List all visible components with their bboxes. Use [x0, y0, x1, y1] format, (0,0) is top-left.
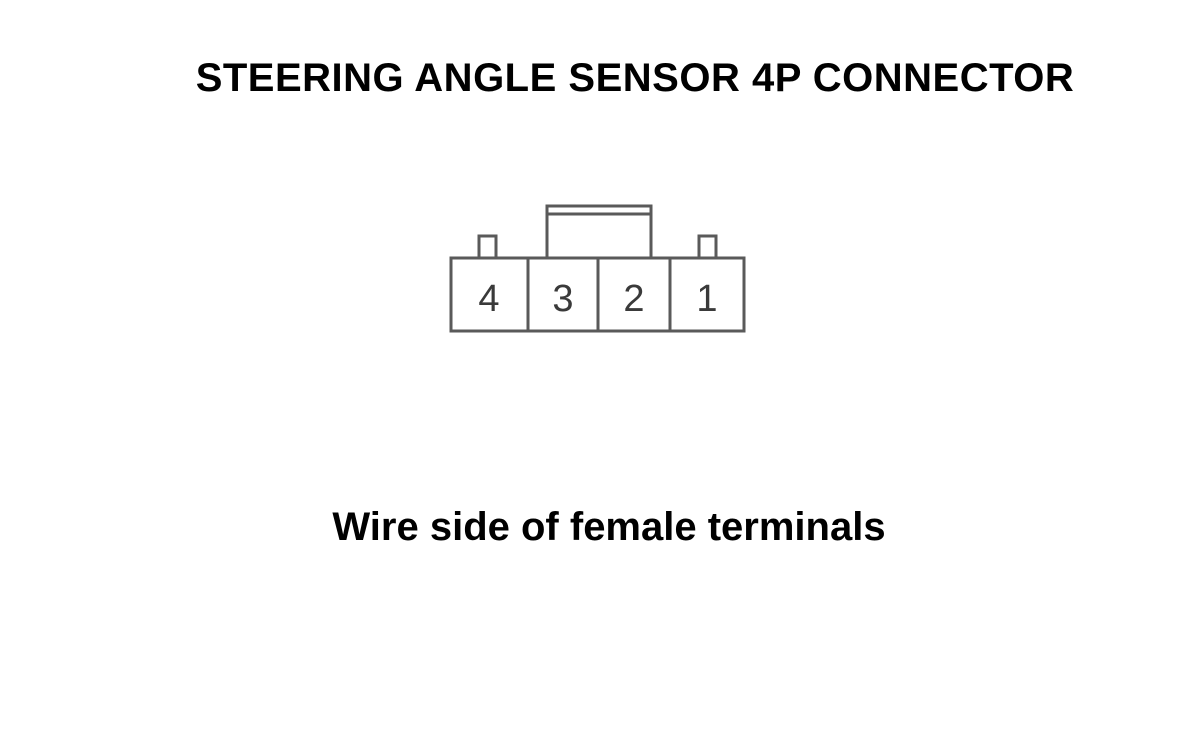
diagram-title: STEERING ANGLE SENSOR 4P CONNECTOR	[195, 56, 1075, 100]
connector-key-right	[697, 234, 718, 258]
diagram-caption: Wire side of female terminals	[332, 505, 886, 549]
pin-label-3: 3	[552, 278, 573, 320]
pin-label-4: 4	[478, 278, 499, 320]
pin-label-1: 1	[696, 278, 717, 320]
connector-lock-tab	[545, 204, 653, 258]
pin-label-2: 2	[623, 278, 644, 320]
connector-key-left	[477, 234, 498, 258]
